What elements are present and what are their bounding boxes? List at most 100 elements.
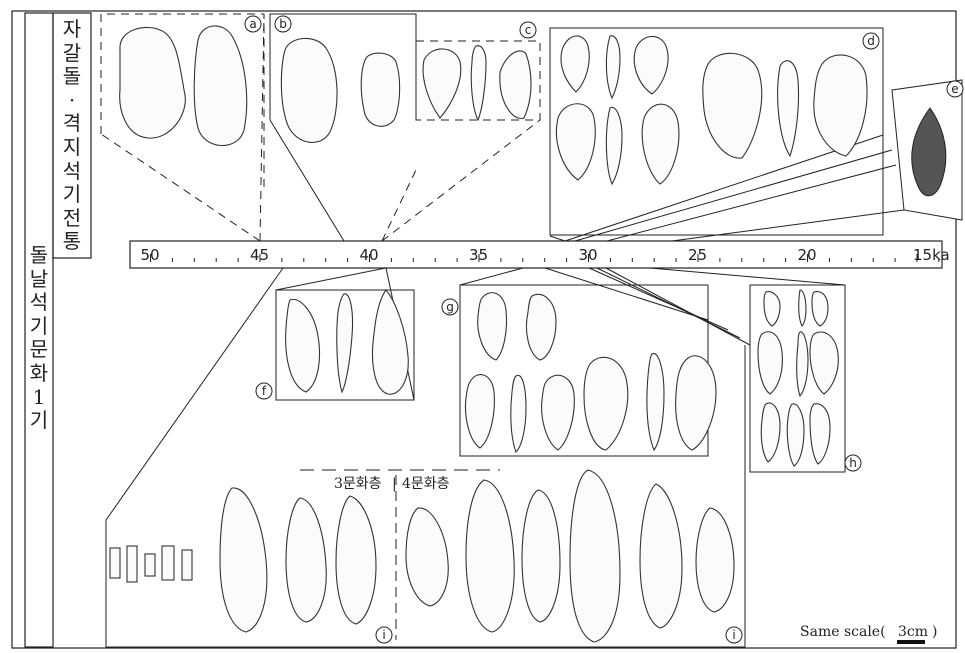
tradition-label-char: 석 [63,160,81,184]
artifact-a1 [120,27,186,138]
panel-letter-g: g [446,300,454,314]
timeline-tick-label: 25 [688,246,707,264]
artifact-h2 [799,290,806,326]
tradition-label-char: 돌 [63,65,81,89]
panel-letter-i-right: i [732,628,735,642]
artifact-g1 [478,293,507,360]
artifact-f3 [373,290,409,394]
connector-d-right-3 [607,165,896,241]
artifact-d2 [606,36,620,98]
artifact-d5 [606,107,622,184]
timeline-tick-label: 50 [141,246,160,264]
culture-label-char: 문 [30,338,48,362]
connector-i-1 [589,268,728,330]
artifact-i-small4 [162,546,174,580]
panel-b [270,14,416,142]
tradition-label-char: · [69,89,75,113]
artifact-d4 [556,104,595,180]
tradition-label-char: 통 [63,230,81,254]
artifact-h6 [810,332,838,394]
artifact-f1 [286,299,320,392]
panel-letter-h: h [849,456,857,470]
panel-letter-e: e [951,82,958,96]
artifact-h7 [761,403,780,462]
tradition-label-char: 지 [63,136,81,160]
panel-letter-b: b [279,17,287,31]
panel-f [256,290,414,400]
artifact-i-small5 [182,550,192,580]
culture-label-char: 돌 [30,244,48,268]
panel-c [416,22,540,120]
artifact-g8 [676,356,716,450]
artifact-g6 [584,357,628,450]
layer-label-4: 4문화층 [402,476,450,492]
artifact-d6 [642,104,679,184]
culture-label: 돌날석기문화1기 [25,244,53,433]
connector-i-3 [606,268,750,345]
connector-c-right [382,120,540,241]
culture-label-char: 기 [30,409,48,433]
artifact-b1 [281,38,337,142]
artifact-h8 [787,404,804,466]
artifact-g5 [542,375,575,450]
timeline-tick-label: 30 [579,246,598,264]
artifact-g4 [511,375,526,452]
artifact-h4 [758,332,782,394]
artifact-i1 [220,488,267,632]
connector-a-right [260,14,264,241]
timeline-tick-label: 35 [469,246,488,264]
tradition-label-char: 갈 [63,42,81,66]
connector-a-left [101,134,260,241]
connector-g-right [545,268,708,320]
artifact-i9 [696,508,734,612]
artifact-g7 [647,353,664,450]
connector-d-right-2 [575,150,892,241]
panel-d [550,28,883,235]
culture-label-char: 기 [30,315,48,339]
artifact-i2 [286,498,326,622]
artifact-i-small1 [110,548,120,578]
timeline-tick-label: 40 [360,246,379,264]
artifact-b2 [361,53,399,126]
panel-letter-i-left: i [382,628,385,642]
layer-separator: | [392,476,397,492]
layer-label-3: 3문화층 [334,476,382,492]
panel-e [892,80,963,220]
tradition-label-char: 자 [63,18,81,42]
culture-label-char: 1 [33,386,46,410]
connector-c-left [382,170,416,241]
panel-h [750,285,861,472]
timeline-tick-label: 45 [250,246,269,264]
scale-close: ) [932,624,937,640]
artifact-c2 [471,46,486,120]
connector-h [650,268,845,285]
panel-letter-c: c [525,23,532,37]
artifact-d3 [634,36,668,94]
artifact-i4 [406,508,448,606]
artifact-h3 [812,292,828,326]
tradition-label: 자갈돌·격지석기전통 [53,18,91,254]
scale-bar-label: 3cm [898,624,928,640]
artifact-d1 [561,36,589,92]
tradition-label-char: 전 [63,207,81,231]
artifact-d9 [814,55,867,156]
panel-a [101,14,264,193]
artifact-i-small3 [145,554,155,576]
scale-bar [897,640,925,644]
scale-text: Same scale( [800,624,886,640]
culture-label-char: 석 [30,291,48,315]
artifact-c1 [423,49,461,118]
culture-label-char: 화 [30,362,48,386]
artifact-d7 [703,53,762,158]
tradition-label-char: 기 [63,183,81,207]
artifact-g2 [527,294,557,360]
connector-i-2 [597,268,740,338]
connector-d-left [550,236,565,241]
panel-letter-d: d [867,34,875,48]
artifact-i8 [640,484,682,628]
artifact-a2 [194,26,246,146]
artifact-g3 [466,375,495,448]
artifact-i-small2 [127,546,137,582]
